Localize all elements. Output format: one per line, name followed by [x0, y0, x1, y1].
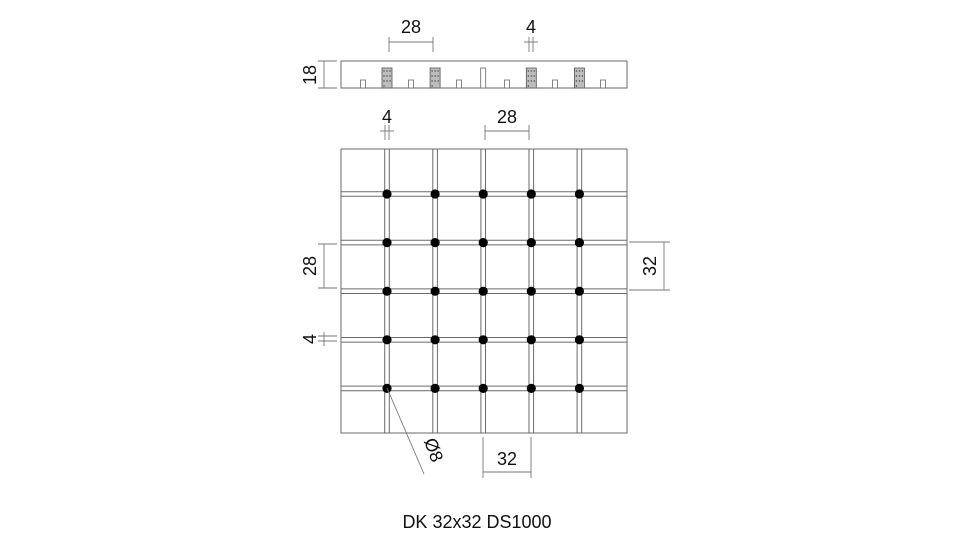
rod-node: [478, 383, 488, 393]
section-fill-dot: [527, 70, 529, 72]
section-fill-dot: [578, 75, 581, 77]
rod-node: [574, 286, 585, 296]
section-fill-dot: [437, 80, 439, 82]
section-height-dimension: 18: [300, 65, 320, 85]
section-fill-dot: [575, 80, 578, 82]
rod-node: [430, 189, 440, 199]
section-fill-dot: [530, 75, 532, 77]
section-fill-dot: [386, 80, 388, 82]
section-blocks: [360, 67, 606, 89]
section-recess: [600, 79, 606, 89]
rod-node: [382, 238, 392, 248]
section-fill-dot: [575, 75, 578, 77]
rod-node: [526, 286, 536, 296]
section-fill-dot: [527, 80, 529, 82]
section-fill-dot: [575, 85, 578, 87]
rod-node: [526, 189, 536, 199]
rod-diameter-label: Ø8: [420, 435, 447, 464]
rod-node: [430, 335, 440, 345]
section-fill-dot: [434, 80, 436, 82]
rod-node: [382, 335, 392, 345]
section-fill-dot: [530, 80, 532, 82]
section-fill-dot: [527, 85, 529, 87]
section-fill-dot: [581, 80, 584, 82]
rod-node: [382, 189, 392, 199]
section-fill-dot: [389, 80, 391, 82]
rod-diameter-leader: [386, 387, 425, 475]
rod-node: [526, 335, 536, 345]
section-fill-dot: [383, 70, 385, 72]
section-recess: [504, 79, 510, 89]
rod-node: [526, 238, 536, 248]
section-filled-joint: [381, 67, 393, 89]
rod-node: [574, 335, 585, 345]
plan-outline: [340, 148, 628, 434]
section-fill-dot: [389, 70, 391, 72]
plan-pitch-right-dimension: 32: [640, 256, 660, 276]
rod-node: [430, 238, 440, 248]
section-module-dimension: 28: [401, 17, 421, 37]
section-fill-dot: [389, 75, 391, 77]
section-fill-dot: [386, 75, 388, 77]
section-fill-dot: [533, 80, 535, 82]
section-fill-dot: [434, 70, 436, 72]
rod-node: [478, 335, 488, 345]
plan-joint-top-dimension: 4: [382, 107, 392, 127]
section-fill-dot: [527, 75, 529, 77]
plan-joint-left-dimension: 4: [300, 334, 320, 344]
section-fill-dot: [431, 70, 433, 72]
section-fill-dot: [578, 80, 581, 82]
rod-node: [526, 383, 536, 393]
section-fill-dot: [581, 75, 584, 77]
section-filled-joint: [429, 67, 441, 89]
section-recess: [456, 79, 462, 89]
section-fill-dot: [437, 70, 439, 72]
section-fill-dot: [575, 70, 578, 72]
rod-node: [574, 238, 585, 248]
rod-node: [430, 286, 440, 296]
drawing-caption: DK 32x32 DS1000: [402, 512, 551, 532]
section-fill-dot: [383, 85, 385, 87]
plan-module-left-dimension: 28: [300, 256, 320, 276]
section-filled-joint: [574, 67, 585, 89]
section-fill-dot: [533, 75, 535, 77]
section-fill-dot: [386, 70, 388, 72]
plan-module-top-dimension: 28: [497, 107, 517, 127]
plan-pitch-bottom-dimension: 32: [497, 449, 517, 469]
section-recess: [408, 79, 414, 89]
rod-node: [478, 189, 488, 199]
section-recess: [360, 79, 366, 89]
section-fill-dot: [431, 75, 433, 77]
section-joint-dimension: 4: [526, 17, 536, 37]
rod-node: [478, 238, 488, 248]
section-fill-dot: [434, 75, 436, 77]
section-fill-dot: [431, 80, 433, 82]
section-fill-dot: [530, 70, 532, 72]
section-open-joint: [480, 67, 487, 89]
section-fill-dot: [578, 70, 581, 72]
rod-node: [574, 189, 585, 199]
rod-node: [478, 286, 488, 296]
section-recess: [552, 79, 558, 89]
section-fill-dot: [383, 80, 385, 82]
plan-view: [340, 148, 628, 434]
rod-node: [382, 286, 392, 296]
section-view: [340, 60, 628, 89]
section-fill-dot: [431, 85, 433, 87]
rod-nodes: [382, 189, 585, 393]
section-filled-joint: [525, 67, 537, 89]
section-fill-dot: [581, 70, 584, 72]
dimension-lines: 28 4 18 4 28 28 4 32: [300, 17, 670, 478]
section-fill-dot: [437, 75, 439, 77]
rod-node: [574, 383, 585, 393]
rod-node: [430, 383, 440, 393]
section-fill-dot: [533, 70, 535, 72]
section-fill-dot: [383, 75, 385, 77]
